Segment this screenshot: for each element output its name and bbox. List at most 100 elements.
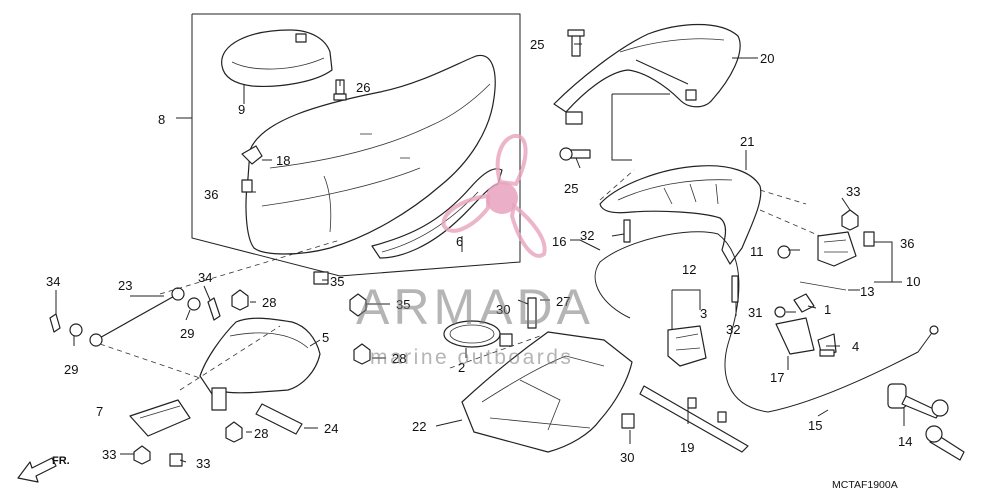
part-seat-latch — [817, 231, 857, 267]
callout-19: 19 — [680, 440, 694, 455]
part-seat — [245, 54, 496, 255]
part-grommet-11 — [777, 245, 791, 259]
part-bolt-25-mid — [559, 147, 591, 161]
part-hook-18 — [241, 145, 263, 165]
part-nut-33b — [169, 453, 183, 467]
callout-31: 31 — [748, 305, 762, 320]
part-clip-30b — [621, 413, 635, 429]
dashed-connectors — [99, 169, 821, 391]
callout-9: 9 — [238, 102, 245, 117]
propeller-logo-icon — [441, 133, 547, 258]
callout-23: 23 — [118, 278, 132, 293]
front-arrow-icon — [17, 457, 57, 483]
part-backrest — [221, 29, 333, 87]
callout-12: 12 — [682, 262, 696, 277]
callout-17: 17 — [770, 370, 784, 385]
callout-6: 6 — [456, 234, 463, 249]
part-screw-36-seat — [241, 179, 253, 193]
callout-30-upper: 30 — [496, 302, 510, 317]
part-clip-34a — [49, 313, 61, 333]
part-nut-28c — [225, 421, 243, 443]
callout-3: 3 — [700, 306, 707, 321]
part-seat-hinge — [199, 317, 321, 411]
callout-36-right: 36 — [900, 236, 914, 251]
callout-33-right: 33 — [846, 184, 860, 199]
part-cable-15 — [819, 325, 939, 357]
leader-lines — [55, 43, 905, 463]
part-clamp-1 — [793, 293, 815, 313]
callout-27: 27 — [556, 294, 570, 309]
part-cable-guide-19 — [639, 385, 749, 453]
callout-4: 4 — [852, 339, 859, 354]
part-nut-35-lower — [349, 293, 367, 317]
callout-2: 2 — [458, 360, 465, 375]
callout-5: 5 — [322, 330, 329, 345]
callout-35-lower: 35 — [396, 297, 410, 312]
part-nut-28a — [231, 289, 249, 311]
part-rear-grab-rail — [553, 23, 741, 125]
part-nut-28b — [353, 343, 371, 365]
part-washer-29b — [187, 297, 201, 311]
callout-11: 11 — [750, 244, 764, 259]
callout-32-left: 32 — [580, 228, 594, 243]
callout-10: 10 — [906, 274, 920, 289]
part-clip-34b — [207, 297, 221, 321]
callout-29-mid: 29 — [180, 326, 194, 341]
callout-34-mid: 34 — [198, 270, 212, 285]
part-damper-23 — [89, 287, 185, 347]
callout-28-upper: 28 — [262, 295, 276, 310]
part-cable-16 — [594, 231, 935, 413]
part-washer-29a — [69, 323, 83, 337]
part-pin-24 — [255, 403, 303, 435]
part-link-13 — [799, 281, 847, 291]
callout-35-upper: 35 — [330, 274, 344, 289]
callout-21: 21 — [740, 134, 754, 149]
callout-22: 22 — [412, 419, 426, 434]
callout-29-left: 29 — [64, 362, 78, 377]
watermark-brand: ARMADA — [356, 279, 594, 335]
part-nut-33c — [841, 209, 859, 231]
part-under-tray — [461, 331, 633, 453]
front-direction-indicator: FR. — [17, 455, 70, 483]
callout-25-top: 25 — [530, 37, 544, 52]
callout-32-right: 32 — [726, 322, 740, 337]
callout-15: 15 — [808, 418, 822, 433]
callout-14: 14 — [898, 434, 912, 449]
callout-1: 1 — [824, 302, 831, 317]
callout-13: 13 — [860, 284, 874, 299]
part-nut-33a — [133, 445, 151, 465]
callout-24: 24 — [324, 421, 338, 436]
part-screw-36-right — [863, 231, 875, 247]
part-clip-35-upper — [313, 271, 329, 285]
callout-28-lower: 28 — [254, 426, 268, 441]
callout-labels: 1 2 3 4 5 6 7 8 9 10 11 12 13 14 15 16 1… — [46, 37, 920, 471]
diagram-code: MCTAF1900A — [832, 479, 898, 491]
callout-34-left: 34 — [46, 274, 60, 289]
watermark-tagline: marine outboards — [370, 346, 573, 369]
part-bracket-7 — [129, 399, 191, 437]
callout-8: 8 — [158, 112, 165, 127]
callout-7: 7 — [96, 404, 103, 419]
part-clip-30a — [499, 333, 513, 347]
callout-33-left: 33 — [102, 447, 116, 462]
callout-33-mid: 33 — [196, 456, 210, 471]
callout-20: 20 — [760, 51, 774, 66]
part-bolt-27 — [527, 297, 537, 329]
callout-36-left: 36 — [204, 187, 218, 202]
callout-26: 26 — [356, 80, 370, 95]
part-rear-carrier — [599, 165, 762, 265]
part-screw-32a — [623, 219, 631, 243]
part-screw-32b — [731, 275, 739, 303]
watermark: ARMADA marine outboards — [356, 133, 594, 369]
part-key-set — [887, 383, 965, 461]
part-lock-assembly — [667, 325, 707, 367]
callout-18: 18 — [276, 153, 290, 168]
part-bolt-25-top — [567, 29, 585, 57]
front-label: FR. — [52, 455, 70, 467]
callout-16: 16 — [552, 234, 566, 249]
part-screw-31 — [774, 306, 786, 318]
callout-30-lower: 30 — [620, 450, 634, 465]
seat-assembly-frame — [191, 13, 521, 277]
callout-28-mid: 28 — [392, 351, 406, 366]
